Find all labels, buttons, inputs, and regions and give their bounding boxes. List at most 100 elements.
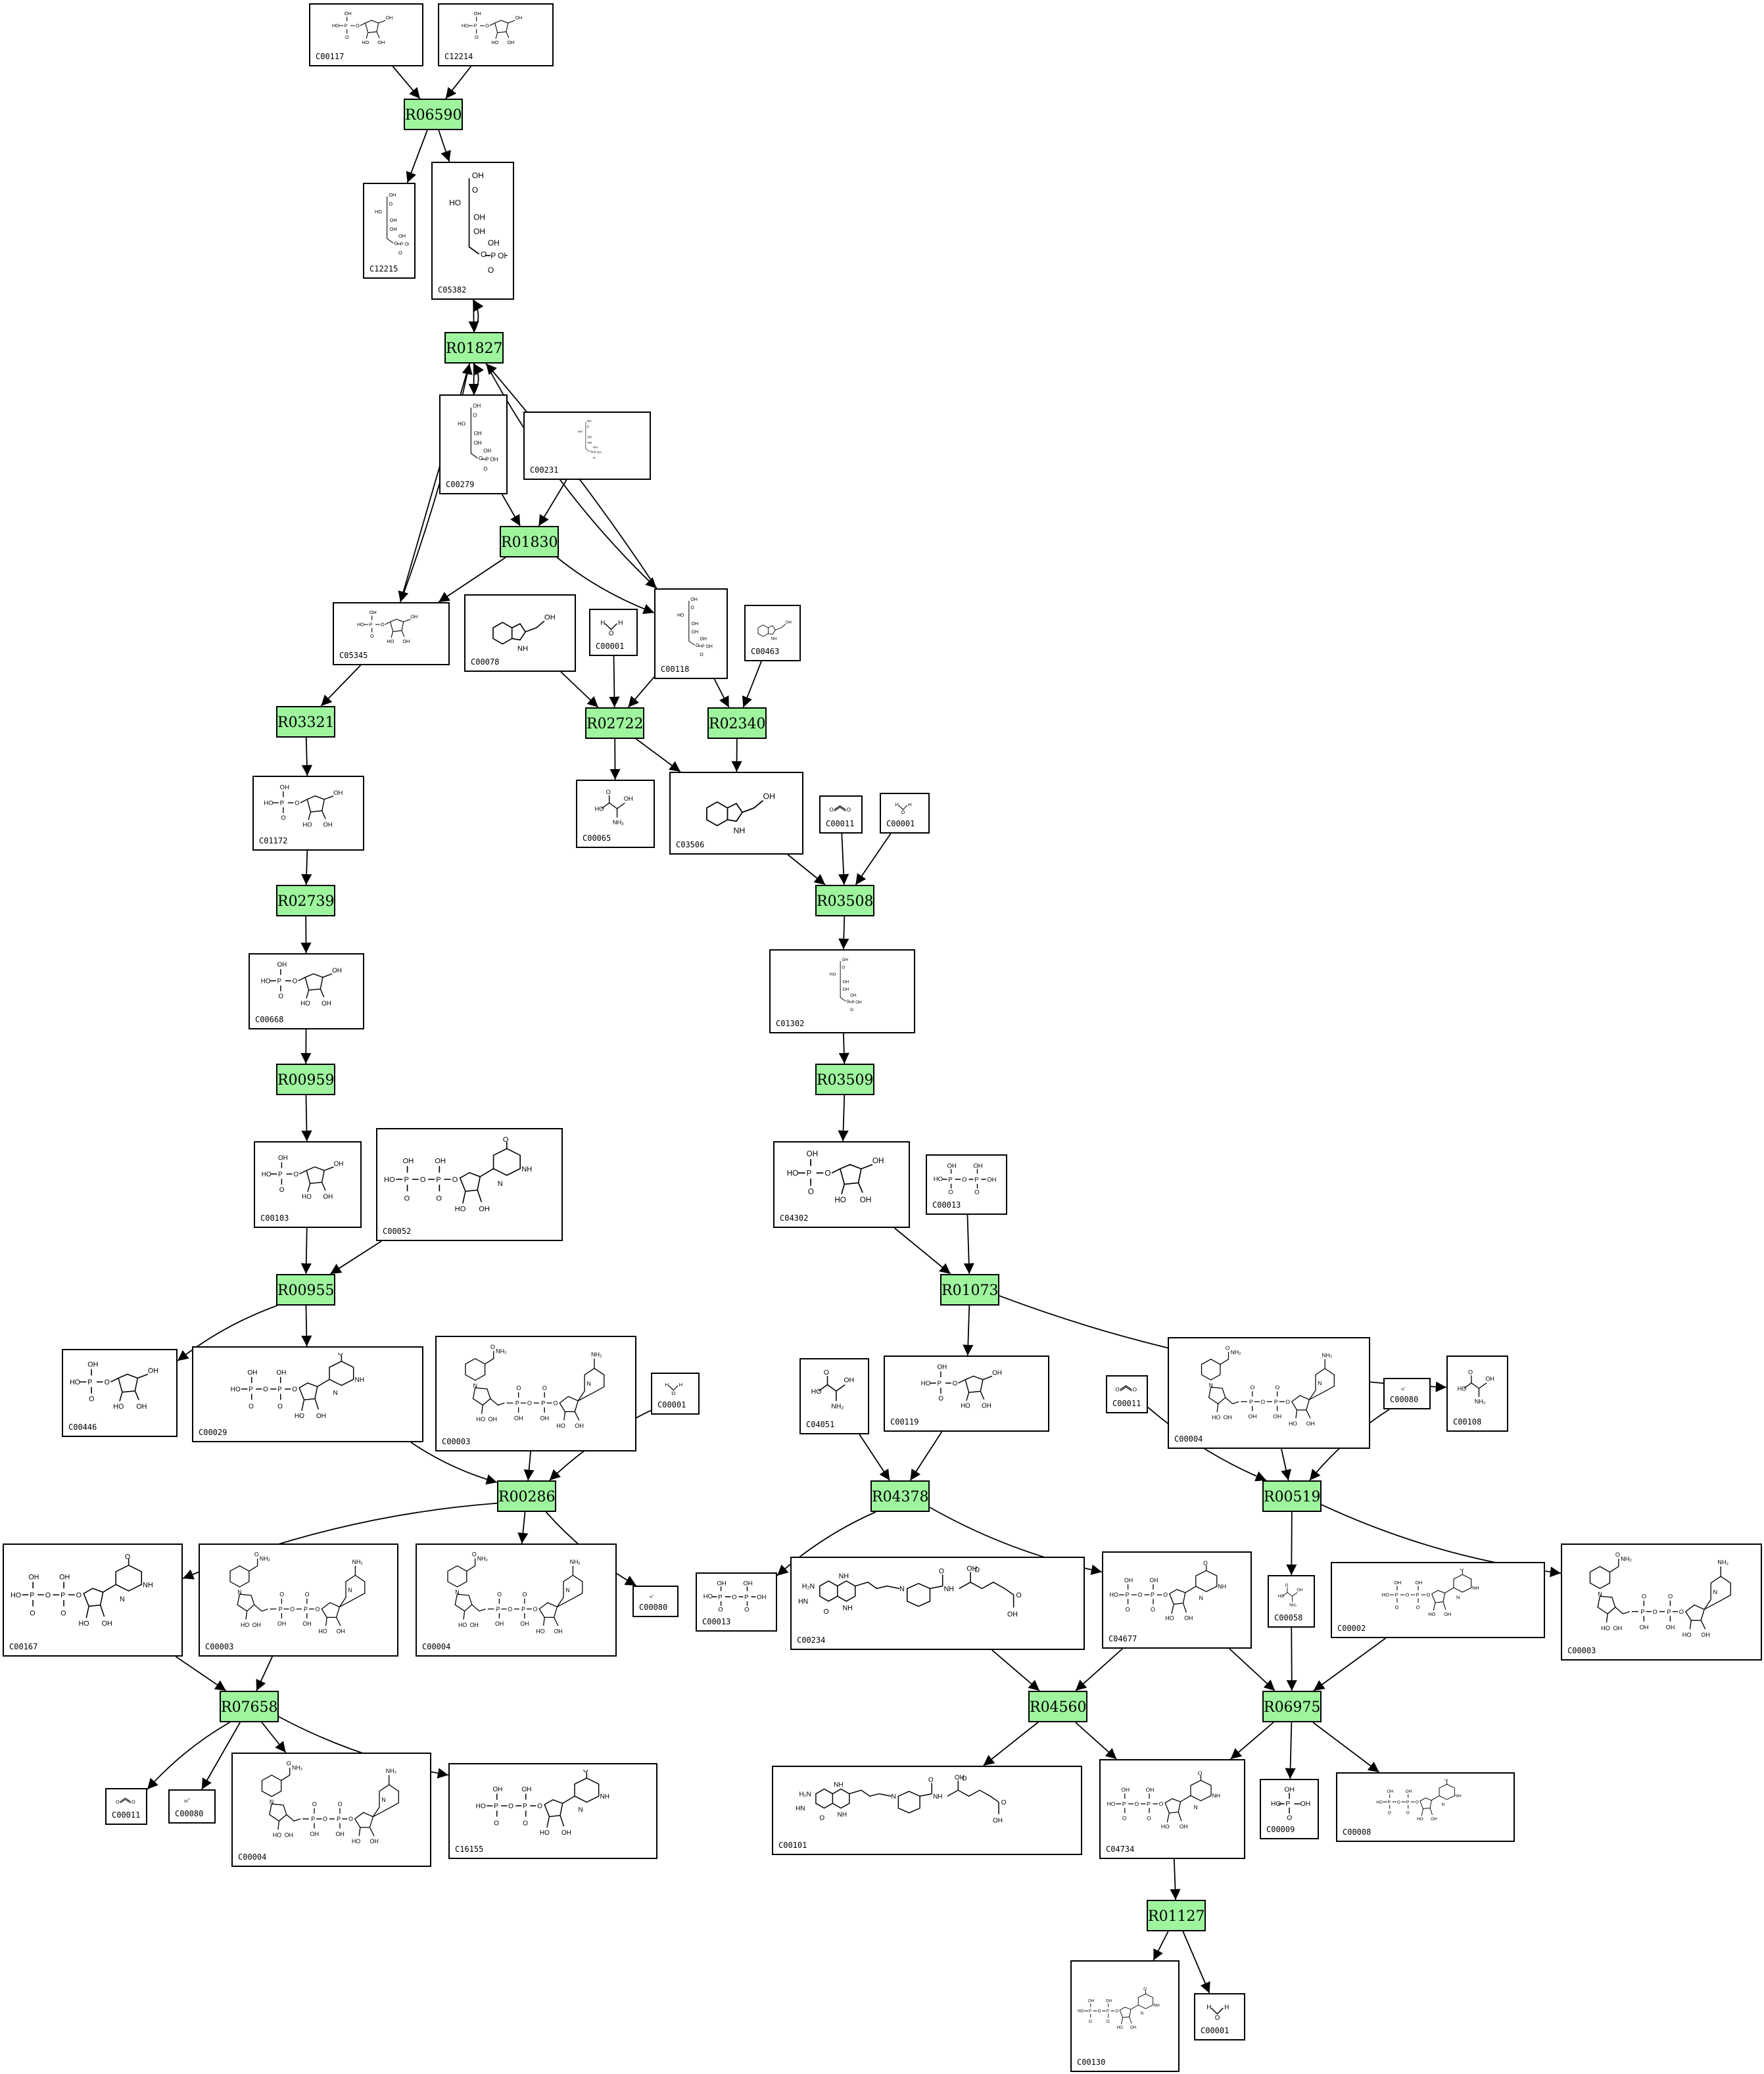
svg-text:O: O bbox=[287, 1760, 291, 1767]
compound-c05382[interactable]: OHOHOOHOHOPOHOHOC05382 bbox=[431, 162, 514, 300]
svg-text:HO: HO bbox=[262, 1171, 272, 1179]
reaction-r00959[interactable]: R00959 bbox=[276, 1064, 335, 1095]
reaction-r02739[interactable]: R02739 bbox=[276, 885, 335, 916]
reaction-r00955[interactable]: R00955 bbox=[276, 1274, 335, 1306]
reaction-r02340[interactable]: R02340 bbox=[707, 707, 767, 739]
reaction-r01073[interactable]: R01073 bbox=[940, 1274, 999, 1306]
svg-text:OH: OH bbox=[322, 1000, 331, 1007]
svg-text:OH: OH bbox=[1640, 1624, 1649, 1630]
svg-text:O: O bbox=[928, 1777, 934, 1784]
reaction-r03509[interactable]: R03509 bbox=[815, 1064, 874, 1095]
svg-text:OH: OH bbox=[872, 1156, 884, 1165]
reaction-r00519[interactable]: R00519 bbox=[1262, 1480, 1322, 1512]
svg-text:HO: HO bbox=[362, 39, 369, 45]
reaction-r04560[interactable]: R04560 bbox=[1028, 1691, 1087, 1722]
svg-text:O: O bbox=[290, 1606, 295, 1613]
svg-text:HO: HO bbox=[1212, 1414, 1220, 1421]
reaction-r00286[interactable]: R00286 bbox=[497, 1480, 556, 1512]
reaction-r01127[interactable]: R01127 bbox=[1147, 1900, 1206, 1931]
svg-text:NH₂: NH₂ bbox=[591, 1351, 602, 1357]
svg-text:OH: OH bbox=[692, 630, 699, 635]
compound-c00080[interactable]: H+C00080 bbox=[632, 1586, 679, 1617]
svg-text:P: P bbox=[60, 1591, 65, 1599]
svg-text:OH: OH bbox=[973, 1163, 982, 1170]
svg-text:OH: OH bbox=[692, 622, 699, 626]
svg-text:O: O bbox=[1001, 1799, 1007, 1806]
svg-text:HO: HO bbox=[302, 822, 312, 829]
reaction-r03508[interactable]: R03508 bbox=[815, 885, 874, 916]
reaction-r01827[interactable]: R01827 bbox=[444, 332, 504, 364]
reaction-r07658[interactable]: R07658 bbox=[220, 1691, 279, 1722]
reaction-r04378[interactable]: R04378 bbox=[870, 1480, 930, 1512]
svg-text:O: O bbox=[1097, 2009, 1101, 2014]
reaction-r03321[interactable]: R03321 bbox=[276, 706, 335, 738]
reaction-r01830[interactable]: R01830 bbox=[500, 526, 559, 557]
svg-text:OH: OH bbox=[390, 218, 397, 224]
svg-text:O: O bbox=[527, 1400, 532, 1407]
compound-c00080[interactable]: H+C00080 bbox=[168, 1789, 216, 1824]
svg-text:OH: OH bbox=[102, 1620, 112, 1628]
svg-text:O: O bbox=[533, 1606, 538, 1613]
compound-c12215[interactable]: OHOHOOHOHOPOHOHOC12215 bbox=[363, 183, 416, 279]
reaction-r06975[interactable]: R06975 bbox=[1262, 1691, 1322, 1722]
reaction-r02722[interactable]: R02722 bbox=[585, 707, 644, 739]
compound-c00080[interactable]: H+C00080 bbox=[1383, 1378, 1431, 1409]
svg-text:HO: HO bbox=[961, 1402, 970, 1409]
svg-text:N: N bbox=[1199, 1595, 1203, 1601]
reaction-r06590[interactable]: R06590 bbox=[404, 99, 463, 130]
compound-id-label: C04302 bbox=[780, 1214, 809, 1223]
svg-text:OH: OH bbox=[1613, 1625, 1622, 1632]
svg-text:NH₂: NH₂ bbox=[1289, 1603, 1297, 1607]
